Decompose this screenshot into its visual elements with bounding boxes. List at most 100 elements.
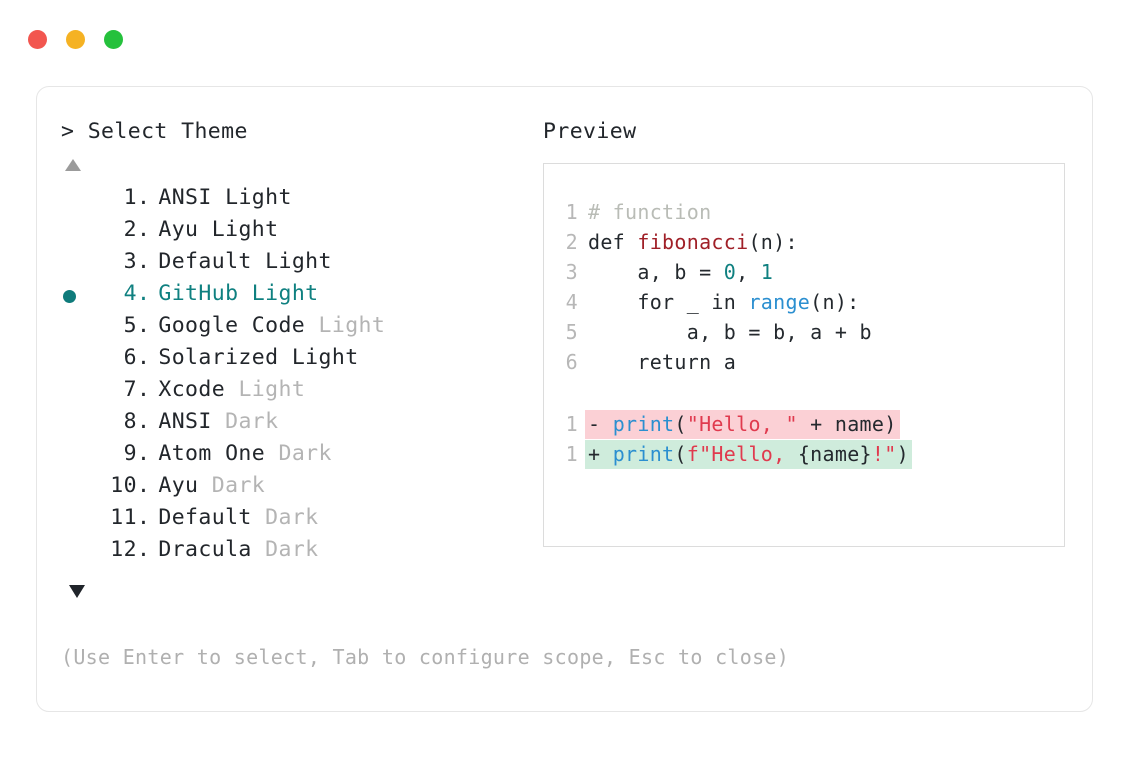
- theme-item-name: ANSI: [158, 184, 226, 210]
- code-blank-line: [544, 380, 1064, 410]
- theme-list-item[interactable]: 12.Dracula Dark: [61, 537, 531, 569]
- theme-item-name: Dracula: [158, 536, 266, 562]
- theme-item-separator: .: [137, 248, 151, 274]
- selection-bullet-cell: [61, 345, 91, 377]
- diff-line-number: 1: [565, 441, 578, 466]
- theme-list-item[interactable]: 11.Default Dark: [61, 505, 531, 537]
- diff-line: 1- print("Hello, " + name): [544, 409, 1064, 440]
- preview-title: Preview: [543, 119, 637, 144]
- code-line-content: # function: [588, 200, 711, 224]
- code-line-number: 6: [565, 349, 578, 374]
- theme-item-variant: Dark: [211, 472, 266, 498]
- theme-item-index: 3: [123, 248, 137, 274]
- code-token: print: [612, 411, 675, 436]
- code-token: a, b =: [588, 259, 724, 284]
- code-line: 5 a, b = b, a + b: [544, 320, 1064, 350]
- theme-item-variant: Dark: [225, 408, 279, 434]
- code-token: ,: [736, 259, 761, 284]
- theme-list-item[interactable]: 7.Xcode Light: [61, 377, 531, 409]
- theme-item-variant: Light: [318, 312, 386, 338]
- page-title: > Select Theme: [61, 119, 248, 144]
- theme-list-item[interactable]: 9.Atom One Dark: [61, 441, 531, 473]
- code-line-number: 2: [565, 229, 578, 254]
- theme-item-name: ANSI: [158, 408, 226, 434]
- code-line-content: for _ in range(n):: [588, 290, 860, 314]
- code-line-number: 3: [565, 259, 578, 284]
- keyboard-hint: (Use Enter to select, Tab to configure s…: [61, 645, 790, 669]
- theme-list-item[interactable]: 6.Solarized Light: [61, 345, 531, 377]
- theme-list-item[interactable]: 2.Ayu Light: [61, 217, 531, 249]
- code-token: !": [871, 441, 897, 466]
- theme-item-variant: Light: [211, 216, 279, 242]
- theme-item-name: Solarized: [158, 344, 292, 370]
- theme-item-index: 2: [123, 216, 137, 242]
- code-token: 0: [723, 259, 737, 284]
- code-token: {name}: [797, 441, 872, 466]
- code-token: fibonacci: [637, 229, 749, 254]
- code-token: for _ in: [588, 289, 749, 314]
- maximize-dot[interactable]: [104, 29, 123, 49]
- selection-bullet-cell: [61, 505, 91, 537]
- code-line-number: 1: [565, 199, 578, 224]
- code-line: 6 return a: [544, 350, 1064, 380]
- theme-list-item[interactable]: 8. ANSI Dark: [61, 409, 531, 441]
- code-line: 4 for _ in range(n):: [544, 290, 1064, 320]
- code-line-content: def fibonacci(n):: [588, 230, 798, 254]
- theme-item-variant: Light: [251, 280, 319, 306]
- theme-list-item[interactable]: 5. Google Code Light: [61, 313, 531, 345]
- minimize-dot[interactable]: [66, 29, 85, 49]
- triangle-down-icon[interactable]: [69, 584, 85, 598]
- theme-item-separator: .: [137, 184, 151, 210]
- theme-item-index: 6: [123, 344, 137, 370]
- theme-item-variant: Light: [238, 376, 306, 402]
- theme-item-variant: Light: [291, 344, 359, 370]
- code-token: range: [748, 289, 811, 314]
- theme-item-separator: .: [137, 312, 151, 338]
- theme-list-item[interactable]: 10.Ayu Dark: [61, 473, 531, 505]
- theme-item-separator: .: [137, 440, 151, 466]
- theme-item-index: 9: [123, 440, 137, 466]
- theme-list-item[interactable]: 3.Default Light: [61, 249, 531, 281]
- triangle-up-icon[interactable]: [65, 158, 81, 171]
- theme-item-name: Ayu: [158, 216, 212, 242]
- close-dot[interactable]: [28, 29, 47, 49]
- diff-line-content: - print("Hello, " + name): [585, 409, 900, 439]
- selection-bullet-cell: [61, 281, 91, 313]
- code-token: return a: [588, 349, 737, 374]
- theme-item-variant: Light: [225, 184, 292, 210]
- selection-bullet-cell: [61, 249, 91, 281]
- theme-item-index: 7: [123, 376, 137, 402]
- code-line: 3 a, b = 0, 1: [544, 260, 1064, 290]
- code-token: (: [674, 411, 687, 436]
- theme-item-variant: Dark: [265, 504, 319, 530]
- theme-item-index: 4: [123, 280, 137, 306]
- theme-item-name: Google Code: [158, 312, 319, 338]
- code-token: (n):: [748, 229, 798, 254]
- selection-bullet-icon: [63, 290, 76, 303]
- theme-item-separator: .: [137, 280, 151, 306]
- window-titlebar: [0, 0, 1129, 78]
- diff-line: 1+ print(f"Hello, {name}!"): [544, 439, 1064, 470]
- code-token: def: [588, 229, 638, 254]
- code-line-content: return a: [588, 350, 736, 374]
- theme-list-item[interactable]: 1. ANSI Light: [61, 185, 531, 217]
- theme-item-index: 1: [123, 184, 137, 210]
- selection-bullet-cell: [61, 217, 91, 249]
- theme-item-index: 8: [123, 408, 137, 434]
- theme-item-index: 5: [123, 312, 137, 338]
- code-token: (n):: [810, 289, 860, 314]
- selection-bullet-cell: [61, 473, 91, 505]
- theme-item-separator: .: [137, 408, 151, 434]
- theme-item-variant: Dark: [265, 536, 319, 562]
- theme-list-item[interactable]: 4.GitHub Light: [61, 281, 531, 313]
- code-token: print: [612, 441, 675, 466]
- theme-item-name: Default: [158, 248, 266, 274]
- theme-item-index: 10: [110, 472, 137, 498]
- code-token: # function: [588, 199, 712, 224]
- code-line: 1 # function: [544, 200, 1064, 230]
- theme-item-index: 11: [110, 504, 137, 530]
